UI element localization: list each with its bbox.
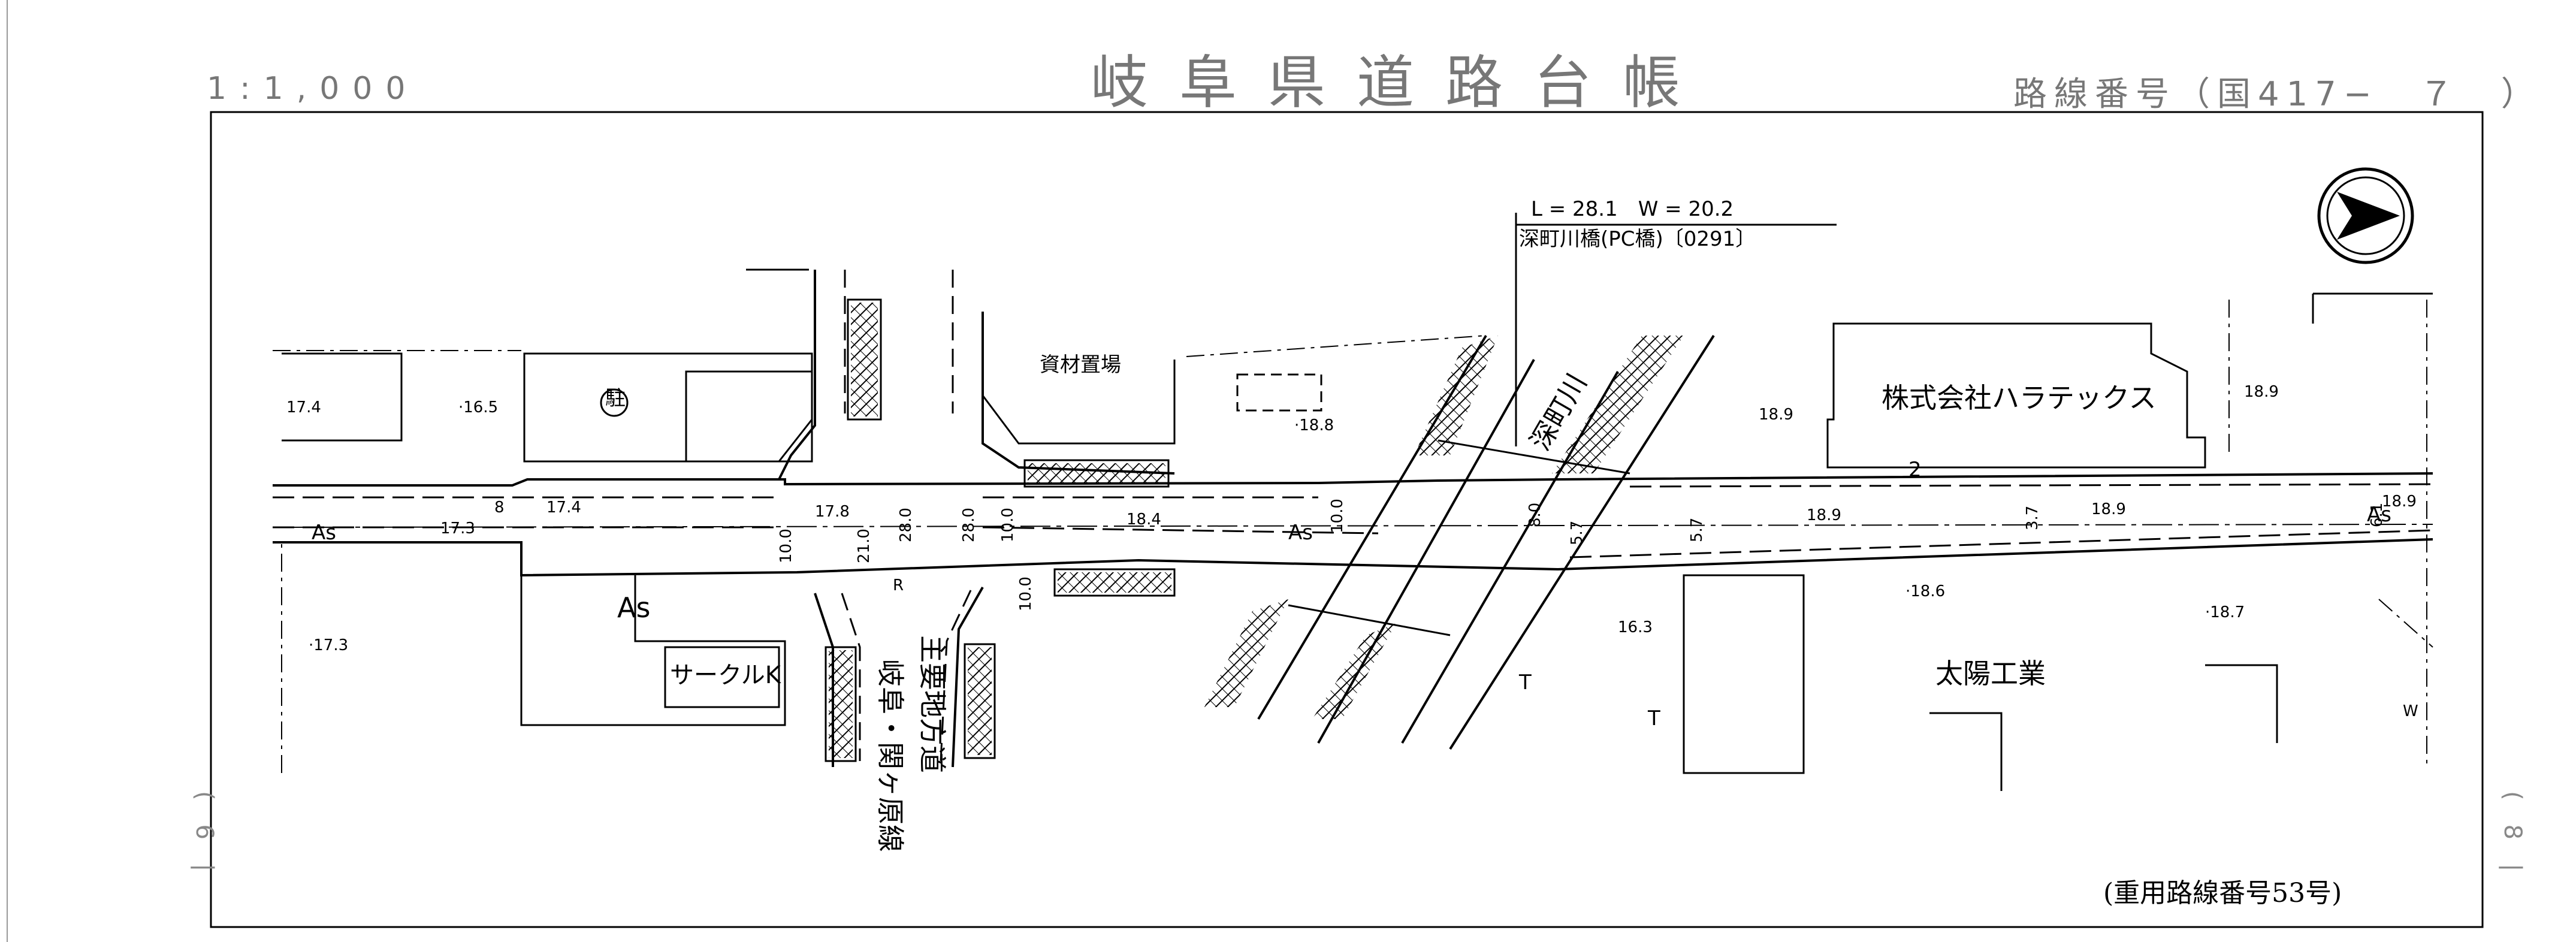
elevation-label: ·18.6 — [1905, 582, 1945, 600]
width-label: 8.0 — [1526, 503, 1544, 527]
mark-w: W — [2403, 702, 2418, 720]
width-label: 10.0 — [1328, 499, 1346, 533]
width-label: 10.0 — [999, 508, 1017, 542]
elevation-label: 17.4 — [546, 499, 581, 517]
width-label: 3.7 — [2024, 506, 2042, 530]
pref-road-label: 主要地方道 — [916, 635, 949, 773]
elevation-label: ·17.3 — [309, 636, 348, 654]
main-road-edges — [273, 472, 2433, 577]
parking-label: 駐 — [605, 387, 626, 410]
elevation-label: 17.8 — [815, 503, 850, 521]
north-arrow-icon — [2317, 167, 2414, 264]
bridge-outline — [1288, 213, 1837, 636]
width-label: 5.7 — [1688, 518, 1706, 542]
crosswalks — [825, 298, 1176, 762]
width-label: 10.0 — [777, 529, 795, 563]
map-frame — [210, 111, 2484, 928]
width-label: 28.0 — [897, 508, 915, 542]
river-hatch — [1204, 336, 1684, 719]
surface-label: As — [2367, 503, 2391, 527]
elevation-label: ·16.5 — [458, 398, 498, 416]
mark-t: T — [1647, 707, 1660, 730]
width-label: 28.0 — [960, 508, 978, 542]
elevation-label: 18.4 — [1127, 511, 1161, 529]
elevation-label: 18.9 — [1807, 506, 1841, 524]
road-centerline — [272, 524, 2433, 528]
left-page-mark: ( 6 | — [191, 791, 218, 872]
heavy-route-note: (重用路線番号53号) — [2103, 878, 2342, 908]
elevation-label: 16.3 — [1618, 618, 1653, 636]
right-page-mark: ( 8 | — [2499, 791, 2526, 872]
width-label: 6.1 — [2368, 503, 2386, 527]
company-taiyo: 太陽工業 — [1935, 657, 2046, 690]
width-label: 10.0 — [1017, 576, 1035, 611]
surface-label: As — [312, 521, 336, 545]
mark-t: T — [1518, 671, 1532, 695]
elevation-label: 17.4 — [286, 398, 321, 416]
surface-label: As — [1288, 521, 1313, 545]
elevation-label: ·18.7 — [2205, 603, 2245, 621]
elevation-label: 18.9 — [1759, 406, 1793, 424]
elevation-label: 17.3 — [440, 520, 475, 538]
elevation-label: ·18.8 — [1294, 416, 1334, 434]
cross-road-sidewalk — [841, 270, 972, 762]
property-lines — [273, 300, 2433, 773]
company-circle-k: サークルK — [670, 662, 782, 689]
elevation-label: 18.9 — [2244, 383, 2279, 401]
width-label: 8 — [494, 499, 505, 517]
page-title: 岐阜県道路台帳 — [1091, 49, 1711, 116]
parking-icon — [600, 388, 629, 417]
crosswalk-hatch — [829, 303, 1171, 758]
width-label: 5.7 — [1568, 521, 1586, 545]
material-yard: 資材置場 — [1040, 353, 1121, 377]
mark-two: 2 — [1908, 458, 1922, 482]
route-number: 路線番号（国417− ７ ） — [2013, 75, 2542, 114]
elevation-label: 18.9 — [2091, 500, 2126, 518]
mark-r: R — [893, 576, 904, 594]
buildings — [282, 268, 2433, 791]
scale-label: 1:1,000 — [207, 71, 419, 107]
bridge-name: 深町川橋(PC橋)〔0291〕 — [1519, 227, 1756, 251]
company-haratex: 株式会社ハラテックス — [1882, 382, 2157, 414]
bridge-dims: L = 28.1 W = 20.2 — [1531, 197, 1734, 221]
river-banks — [1257, 334, 1715, 750]
elevation-label: 18.9 — [2382, 493, 2417, 511]
road-name: 岐阜・関ヶ原線 — [874, 659, 907, 852]
width-label: 21.0 — [855, 529, 873, 563]
main-road-sidewalk — [273, 483, 2433, 558]
surface-label: As — [617, 591, 650, 624]
